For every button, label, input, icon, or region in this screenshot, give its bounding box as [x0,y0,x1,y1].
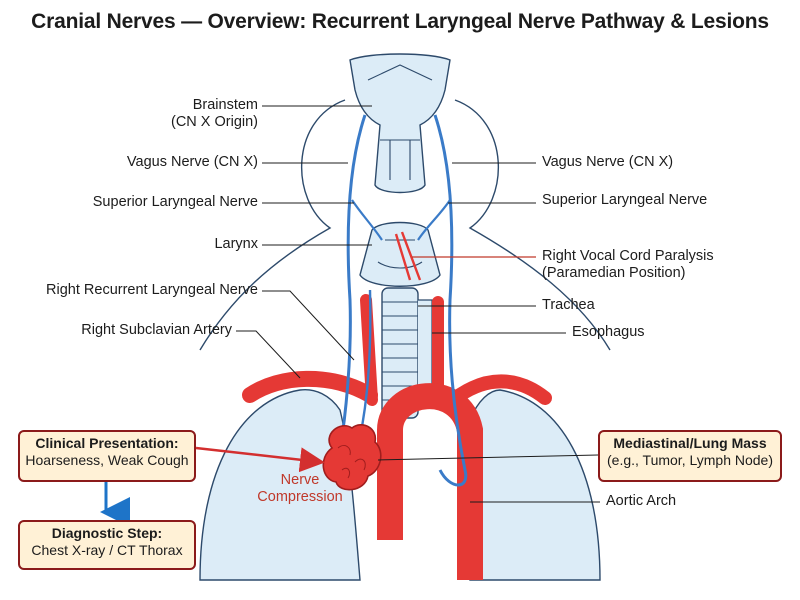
brainstem-lobes [367,64,433,180]
mediastinal-mass-box: Mediastinal/Lung Mass (e.g., Tumor, Lymp… [598,430,782,482]
superior-laryngeal-left [417,199,451,241]
clinical-presentation-box: Clinical Presentation: Hoarseness, Weak … [18,430,196,482]
diagnostic-heading: Diagnostic Step: [51,525,163,541]
label-vocal-cord-line1: Right Vocal Cord Paralysis [542,248,714,264]
leader-subclavian [236,330,301,379]
compression-line2: Compression [257,489,343,505]
label-brainstem: Brainstem (CN X Origin) [171,97,258,131]
label-brainstem-line1: Brainstem [192,97,258,113]
diagram-title: Cranial Nerves — Overview: Recurrent Lar… [31,10,769,33]
left-vagus [433,114,468,487]
diagnostic-step-box: Diagnostic Step: Chest X-ray / CT Thorax [18,520,196,570]
label-vocal-cord-line2: (Paramedian Position) [542,265,686,281]
neck-outline-left [199,99,346,351]
mediastinal-mass [322,424,382,491]
mass-text: (e.g., Tumor, Lymph Node) [607,452,773,468]
mass-heading: Mediastinal/Lung Mass [613,435,767,451]
label-aortic-arch: Aortic Arch [606,493,677,509]
leader-mass [377,454,599,461]
label-vagus-left: Vagus Nerve (CN X) [126,154,258,170]
neck-outline-right [454,99,611,351]
arrow-presentation-to-mass [195,446,325,473]
left-subclavian [453,374,552,405]
leader-recurrent [262,290,355,361]
diagnostic-text: Chest X-ray / CT Thorax [31,542,183,558]
left-lung [467,389,601,581]
label-superior-laryngeal-left: Superior Laryngeal Nerve [92,194,258,210]
mass-texture [337,445,366,479]
paralyzed-vocal-cord [394,231,422,281]
label-vagus-right: Vagus Nerve (CN X) [542,154,674,170]
label-right-recurrent: Right Recurrent Laryngeal Nerve [46,282,258,298]
superior-laryngeal-right [351,199,383,241]
label-superior-laryngeal-right: Superior Laryngeal Nerve [542,192,708,208]
label-esophagus: Esophagus [572,324,645,340]
label-right-subclavian: Right Subclavian Artery [81,322,232,338]
brainstem [349,53,451,194]
larynx-shape [359,221,441,287]
nerve-compression-label: Nerve Compression [250,472,350,506]
tracheal-rings [382,301,418,401]
label-trachea: Trachea [542,297,595,313]
right-subclavian-artery [242,370,378,403]
label-brainstem-line2: (CN X Origin) [170,114,258,130]
clinical-heading: Clinical Presentation: [35,435,179,451]
larynx-detail [377,239,423,269]
compression-line1: Nerve [280,472,320,488]
clinical-text: Hoarseness, Weak Cough [25,452,189,468]
label-larynx: Larynx [214,236,258,252]
label-vocal-cord: Right Vocal Cord Paralysis (Paramedian P… [542,248,714,282]
right-lung [199,388,361,581]
aortic-arch [377,383,483,580]
